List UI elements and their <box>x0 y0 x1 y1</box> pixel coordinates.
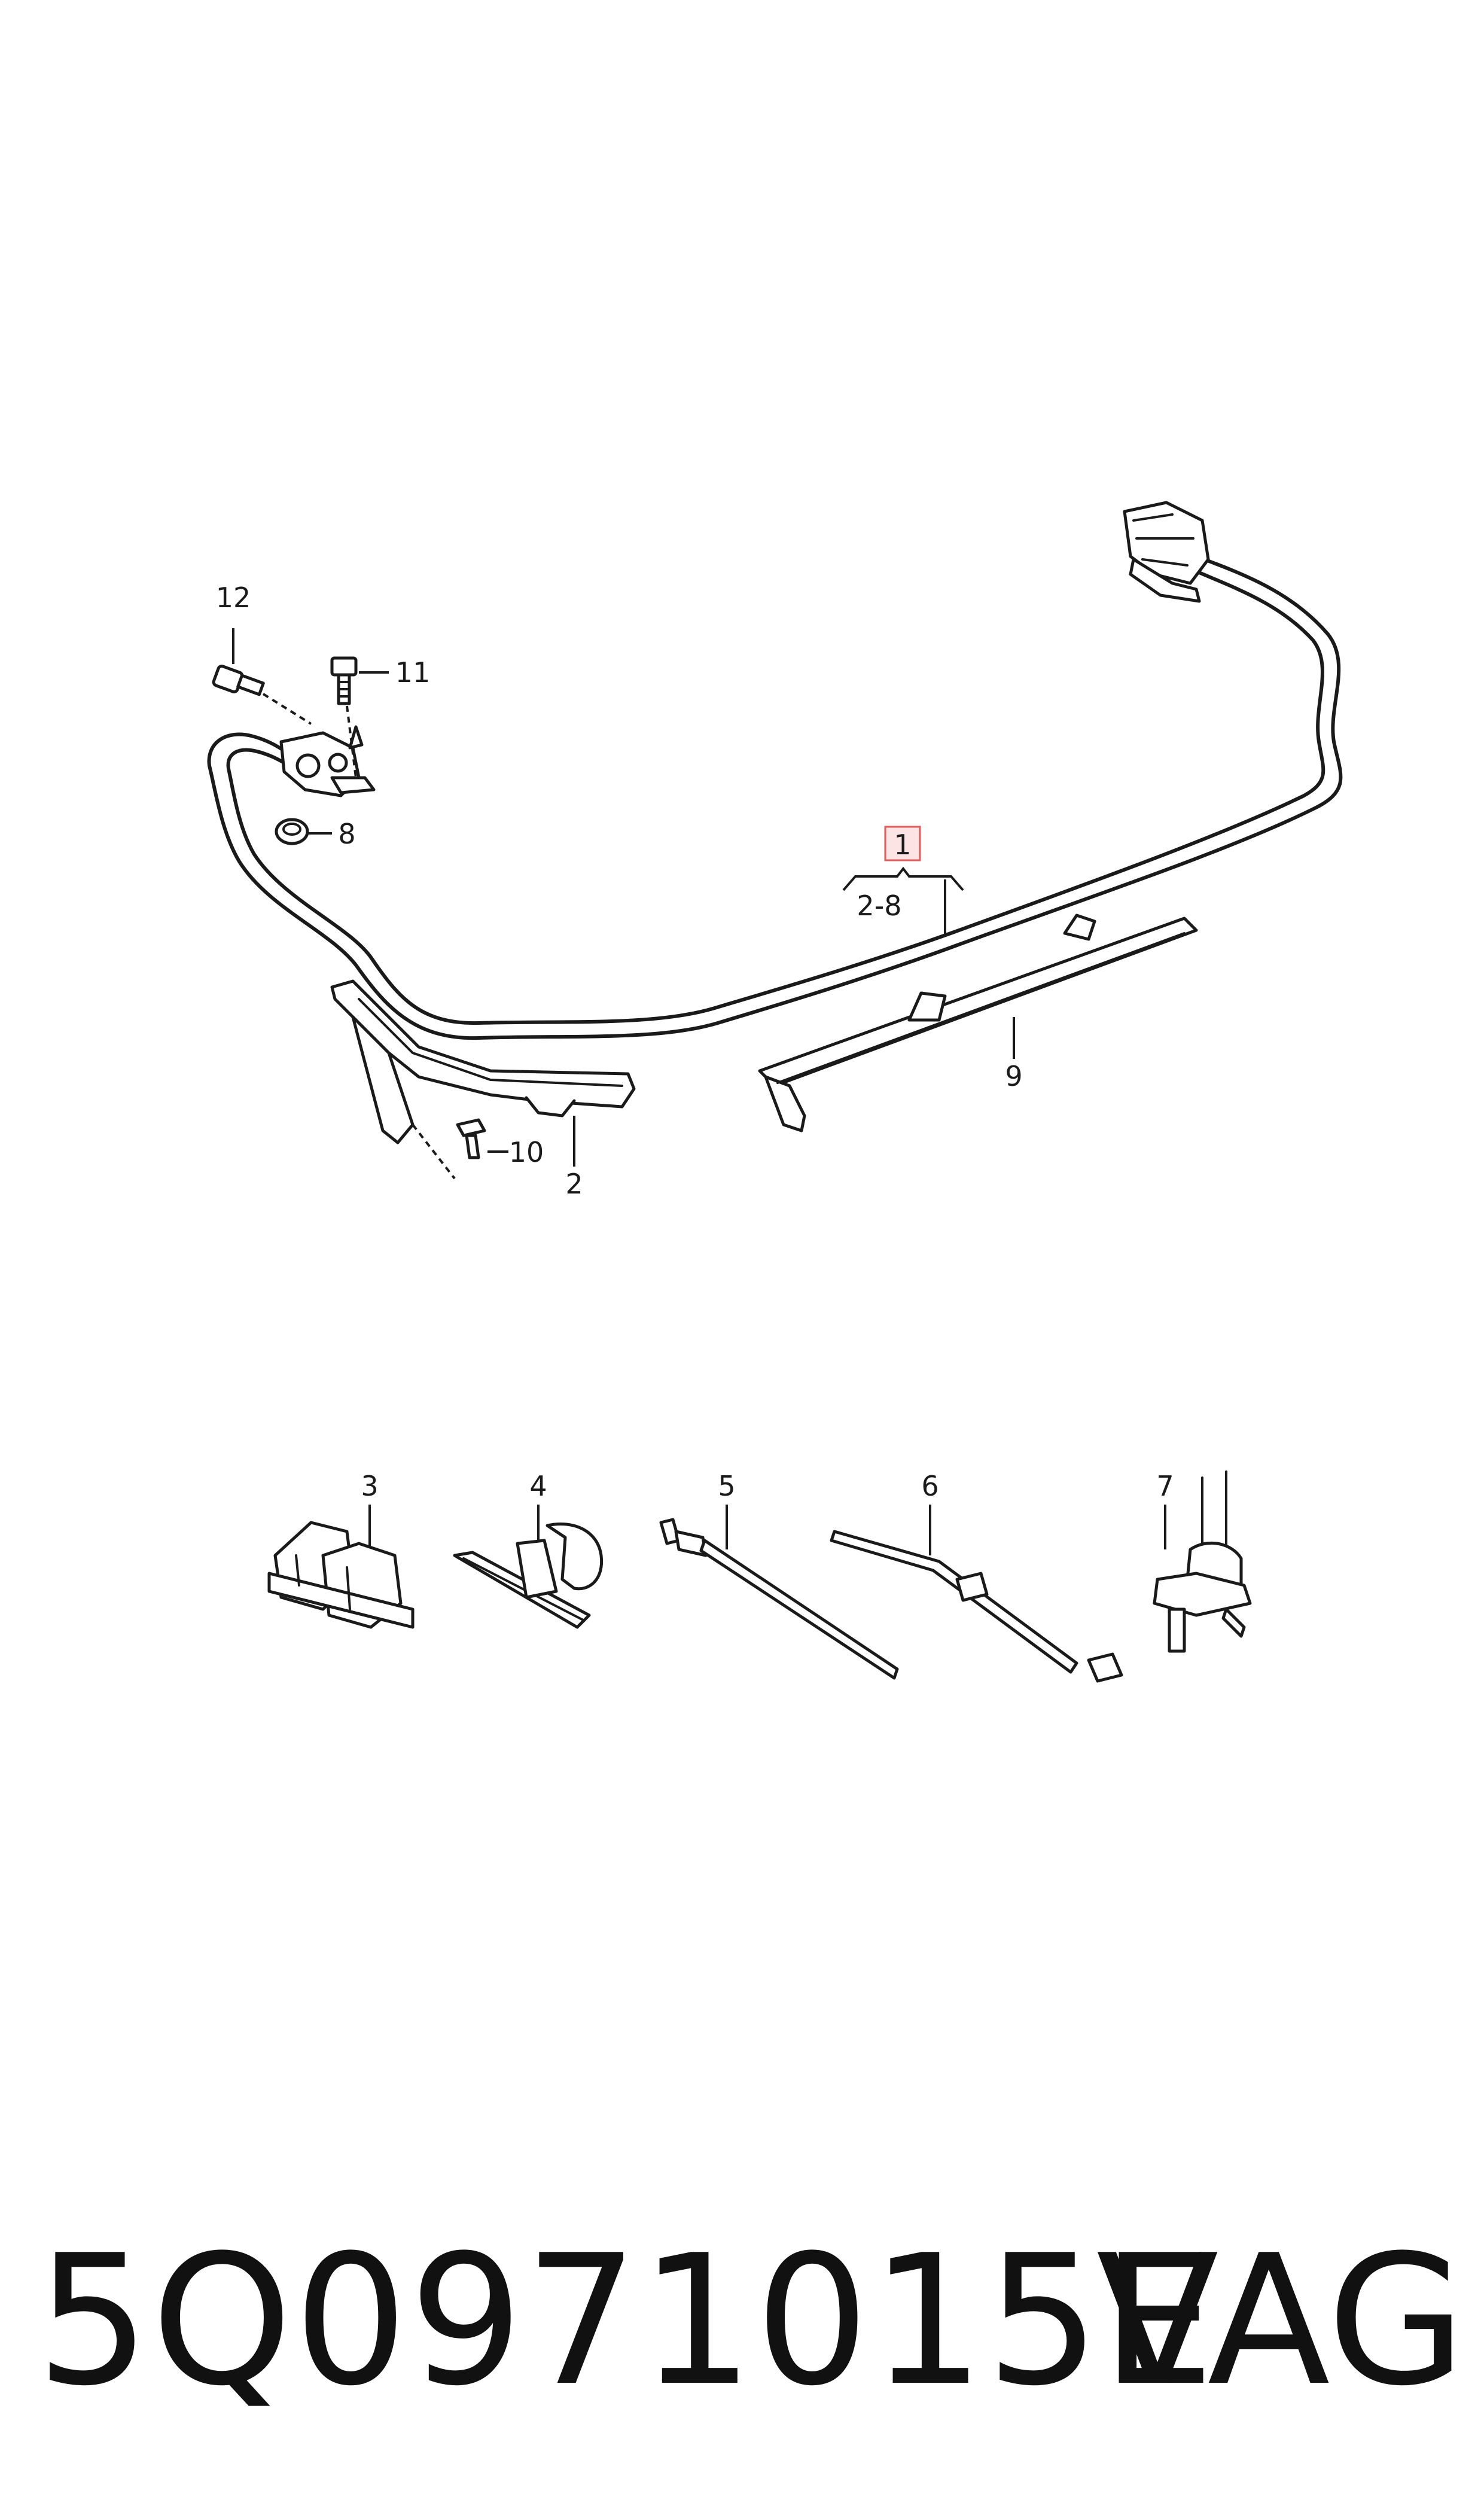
callout-2-8: 2-8 <box>857 890 901 922</box>
callout-6: 6 <box>921 1470 938 1502</box>
callout-8: 8 <box>338 818 355 850</box>
callout-1: 1 <box>894 829 911 861</box>
part-4-strip-clip <box>453 1505 604 1629</box>
part-10-clip <box>412 1118 508 1180</box>
callout-5: 5 <box>718 1470 735 1502</box>
connector-bracket <box>279 725 376 797</box>
callout-3: 3 <box>361 1470 378 1502</box>
wiring-harness <box>207 501 1343 1040</box>
callout-9: 9 <box>1005 1060 1022 1092</box>
callout-7: 7 <box>1156 1470 1174 1502</box>
part-11-bolt <box>330 656 389 778</box>
part-number: 5Q0971015E <box>36 2216 1216 2425</box>
part-8-grommet <box>275 818 332 845</box>
callout-2: 2 <box>565 1168 583 1200</box>
part-12-screw <box>212 628 312 725</box>
callout-12: 12 <box>216 581 251 614</box>
part-2-guide <box>330 979 636 1167</box>
brand-name: VAG <box>1096 2216 1466 2425</box>
callout-10: 10 <box>509 1136 544 1168</box>
callout-11: 11 <box>395 656 431 689</box>
callout-4: 4 <box>529 1470 547 1502</box>
part-7-pin-clip <box>1153 1470 1252 1653</box>
part-6-cable-tie <box>830 1505 1123 1683</box>
callout-1-bracket <box>842 826 964 936</box>
part-3-double-clip <box>267 1505 415 1629</box>
part-9-rail <box>758 914 1198 1132</box>
part-5-cable-tie <box>659 1505 899 1680</box>
parts-diagram: 1 2-8 2 3 4 5 6 7 8 9 10 11 12 <box>207 501 1343 1683</box>
